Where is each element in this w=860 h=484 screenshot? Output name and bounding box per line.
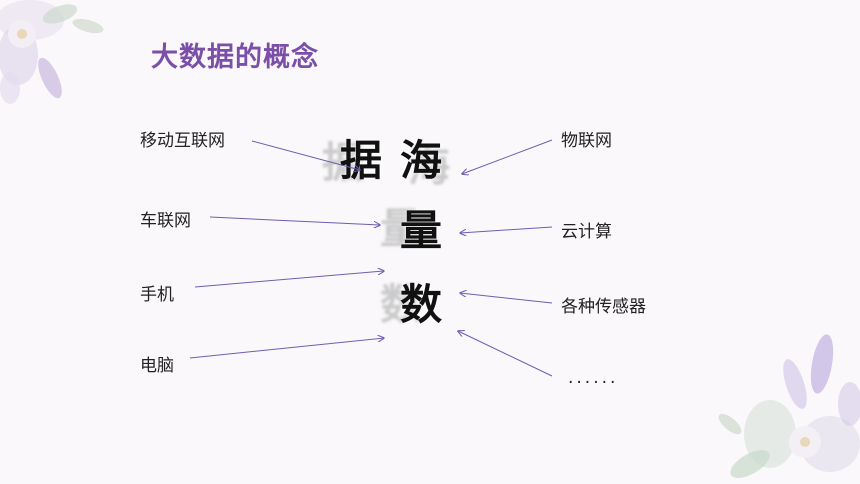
ghost-char: 量 xyxy=(380,204,423,253)
source-label-vehicle-network: 车联网 xyxy=(140,211,191,231)
center-char-shu: 数 xyxy=(400,280,443,329)
source-label-sensors: 各种传感器 xyxy=(561,297,646,317)
center-char-liang: 量 xyxy=(400,206,443,255)
arrow-ellipsis xyxy=(458,331,553,377)
arrow-computer xyxy=(189,338,384,359)
source-label-computer: 电脑 xyxy=(140,356,174,376)
floral-decoration-bottom-right xyxy=(718,334,860,478)
arrow-sensors xyxy=(460,293,553,304)
source-label-iot: 物联网 xyxy=(561,131,612,151)
arrow-phone xyxy=(194,271,384,288)
center-char-hai: 海 xyxy=(400,136,443,185)
ghost-char: 海 xyxy=(408,142,451,191)
arrow-mobile-internet xyxy=(251,140,360,170)
source-label-ellipsis: ...... xyxy=(568,368,619,388)
floral-decoration-top-left xyxy=(0,0,104,104)
ghost-char: 数 xyxy=(380,280,423,329)
page-title: 大数据的概念 xyxy=(151,42,319,73)
center-char-ju: 据 xyxy=(340,136,383,185)
arrow-cloud xyxy=(460,226,553,233)
arrow-vehicle-network xyxy=(209,216,380,225)
source-label-cloud: 云计算 xyxy=(561,222,612,242)
source-label-mobile-internet: 移动互联网 xyxy=(140,131,225,151)
ghost-char: 据 xyxy=(322,138,365,187)
arrow-iot xyxy=(462,139,553,174)
source-label-phone: 手机 xyxy=(140,285,174,305)
